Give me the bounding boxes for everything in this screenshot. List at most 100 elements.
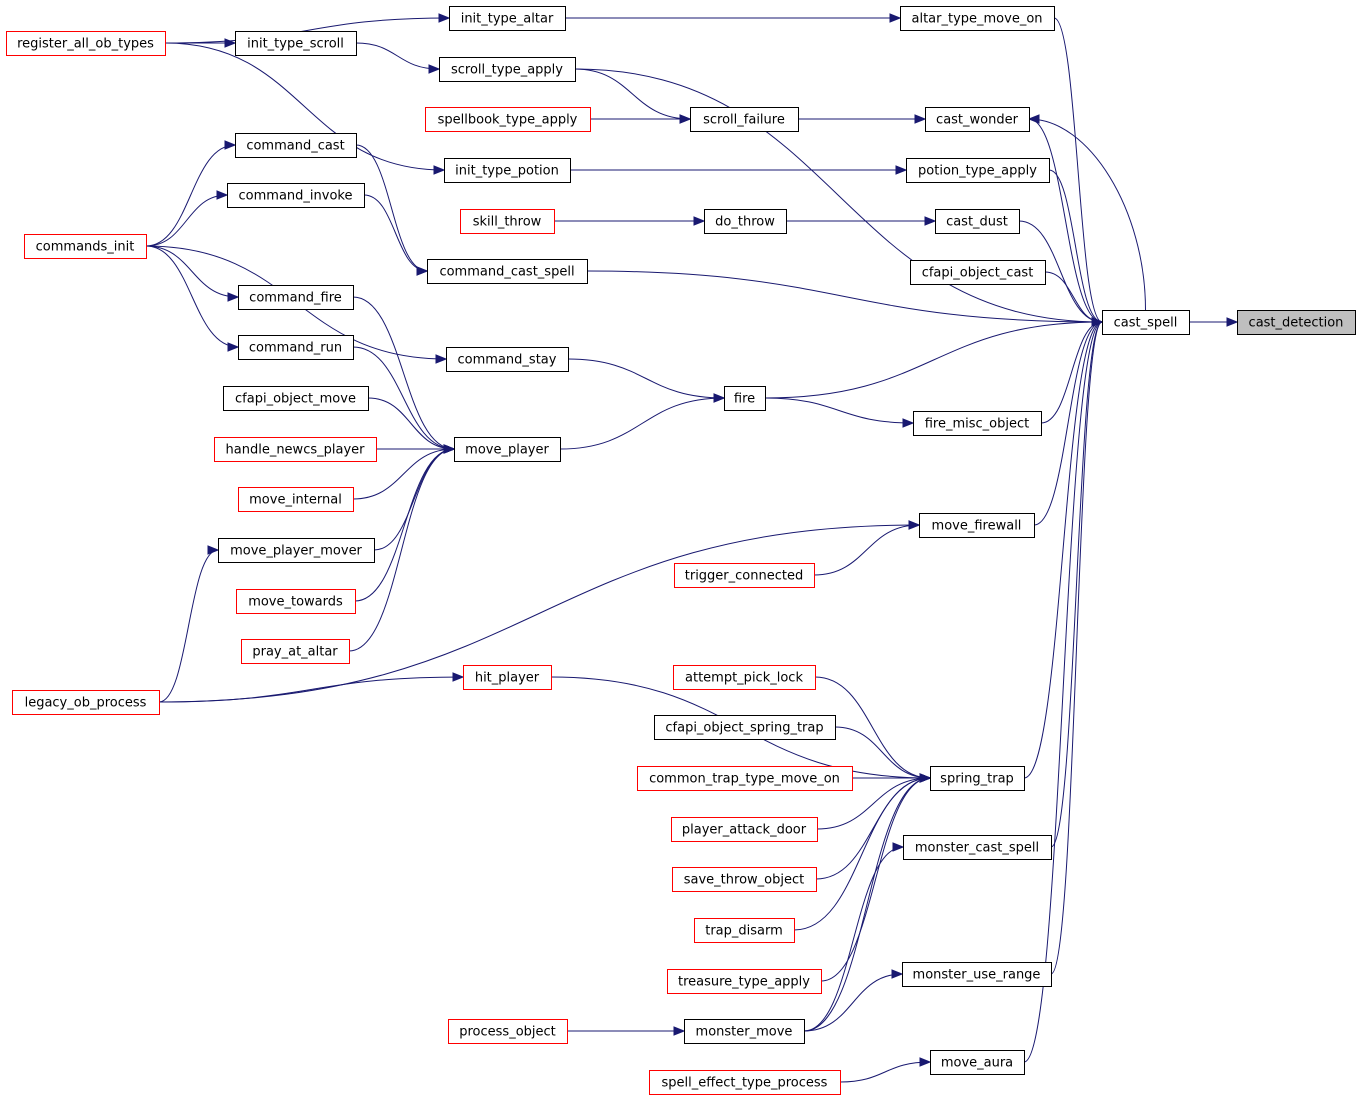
node-cfapi_object_spring_trap[interactable]: cfapi_object_spring_trap [654, 715, 836, 740]
edge-move_aura-to-cast_spell [1023, 317, 1104, 1063]
edge-register_all_ob_types-to-init_type_potion [164, 42, 446, 175]
node-cast_wonder[interactable]: cast_wonder [925, 107, 1030, 132]
edge-move_player-to-fire [559, 393, 726, 450]
node-box [235, 31, 357, 56]
node-box [425, 107, 591, 132]
node-label: altar_type_move_on [911, 12, 1042, 27]
node-box [919, 513, 1035, 538]
node-monster_move[interactable]: monster_move [684, 1019, 805, 1044]
node-command_cast[interactable]: command_cast [235, 133, 357, 158]
node-fire_misc_object[interactable]: fire_misc_object [913, 411, 1042, 436]
node-command_invoke[interactable]: command_invoke [227, 183, 365, 208]
node-cfapi_object_cast[interactable]: cfapi_object_cast [910, 260, 1046, 285]
node-box [690, 107, 799, 132]
node-box [235, 133, 357, 158]
node-move_internal[interactable]: move_internal [238, 487, 354, 512]
edge-commands_init-to-command_invoke [145, 190, 229, 247]
node-fire[interactable]: fire [724, 386, 766, 411]
node-label: cast_detection [1249, 316, 1344, 331]
node-cast_spell[interactable]: cast_spell [1102, 310, 1190, 335]
node-box [238, 285, 354, 310]
node-save_throw_object[interactable]: save_throw_object [672, 867, 817, 892]
node-command_cast_spell[interactable]: command_cast_spell [427, 259, 588, 284]
node-commands_init[interactable]: commands_init [24, 234, 147, 259]
node-player_attack_door[interactable]: player_attack_door [671, 817, 818, 842]
node-label: cfapi_object_move [235, 392, 356, 407]
node-label: save_throw_object [684, 873, 804, 888]
node-move_towards[interactable]: move_towards [236, 589, 356, 614]
node-handle_newcs_player[interactable]: handle_newcs_player [214, 437, 377, 462]
node-command_fire[interactable]: command_fire [238, 285, 354, 310]
node-scroll_failure[interactable]: scroll_failure [690, 107, 799, 132]
node-label: treasure_type_apply [678, 975, 810, 990]
node-register_all_ob_types[interactable]: register_all_ob_types [6, 31, 166, 56]
node-init_type_altar[interactable]: init_type_altar [449, 6, 566, 31]
node-move_player[interactable]: move_player [454, 437, 561, 462]
node-cast_dust[interactable]: cast_dust [935, 209, 1020, 234]
node-box [236, 589, 356, 614]
node-init_type_potion[interactable]: init_type_potion [444, 158, 571, 183]
node-label: pray_at_altar [252, 645, 338, 660]
node-cast_detection[interactable]: cast_detection [1237, 310, 1356, 335]
node-label: hit_player [475, 671, 540, 686]
edge-spellbook_type_apply-to-scroll_failure [590, 114, 692, 124]
node-label: process_object [459, 1025, 556, 1040]
edges-layer [145, 13, 1239, 1083]
node-box [902, 962, 1052, 987]
node-box [446, 347, 569, 372]
node-potion_type_apply[interactable]: potion_type_apply [906, 158, 1050, 183]
node-box [672, 867, 817, 892]
node-label: cast_wonder [936, 113, 1019, 128]
node-legacy_ob_process[interactable]: legacy_ob_process [12, 690, 160, 715]
node-monster_use_range[interactable]: monster_use_range [902, 962, 1052, 987]
edge-command_stay-to-fire [567, 358, 726, 403]
node-common_trap_type_move_on[interactable]: common_trap_type_move_on [637, 766, 853, 791]
edge-init_type_potion-to-potion_type_apply [570, 165, 908, 175]
node-label: monster_cast_spell [915, 841, 1039, 856]
node-hit_player[interactable]: hit_player [463, 665, 552, 690]
node-box [935, 209, 1020, 234]
node-cfapi_object_move[interactable]: cfapi_object_move [223, 386, 369, 411]
node-monster_cast_spell[interactable]: monster_cast_spell [903, 835, 1052, 860]
edge-spell_effect_type_process-to-move_aura [839, 1057, 932, 1083]
node-label: command_stay [458, 353, 557, 368]
node-box [900, 6, 1055, 31]
node-pray_at_altar[interactable]: pray_at_altar [241, 639, 350, 664]
node-scroll_type_apply[interactable]: scroll_type_apply [439, 57, 576, 82]
node-box [223, 386, 369, 411]
edge-pray_at_altar-to-move_player [348, 444, 456, 652]
node-box [427, 259, 588, 284]
node-skill_throw[interactable]: skill_throw [460, 209, 555, 234]
node-move_aura[interactable]: move_aura [930, 1050, 1025, 1075]
node-box [241, 639, 350, 664]
edge-fire_misc_object-to-cast_spell [1040, 317, 1104, 424]
node-label: do_throw [715, 215, 775, 230]
node-box [444, 158, 571, 183]
node-altar_type_move_on[interactable]: altar_type_move_on [900, 6, 1055, 31]
node-do_throw[interactable]: do_throw [704, 209, 787, 234]
node-label: fire_misc_object [925, 417, 1030, 432]
node-move_firewall[interactable]: move_firewall [919, 513, 1035, 538]
node-box [448, 1019, 568, 1044]
node-treasure_type_apply[interactable]: treasure_type_apply [667, 969, 822, 994]
node-spell_effect_type_process[interactable]: spell_effect_type_process [649, 1070, 841, 1095]
node-command_run[interactable]: command_run [238, 335, 354, 360]
node-init_type_scroll[interactable]: init_type_scroll [235, 31, 357, 56]
node-spellbook_type_apply[interactable]: spellbook_type_apply [425, 107, 591, 132]
node-label: command_cast [246, 139, 344, 154]
edge-init_type_altar-to-altar_type_move_on [565, 13, 902, 23]
node-box [439, 57, 576, 82]
node-attempt_pick_lock[interactable]: attempt_pick_lock [673, 665, 816, 690]
node-spring_trap[interactable]: spring_trap [930, 766, 1025, 791]
node-move_player_mover[interactable]: move_player_mover [218, 538, 375, 563]
node-label: scroll_failure [703, 113, 785, 128]
node-process_object[interactable]: process_object [448, 1019, 568, 1044]
node-box [671, 817, 818, 842]
node-trigger_connected[interactable]: trigger_connected [674, 563, 815, 588]
node-box [12, 690, 160, 715]
node-command_stay[interactable]: command_stay [446, 347, 569, 372]
node-trap_disarm[interactable]: trap_disarm [694, 918, 795, 943]
edge-legacy_ob_process-to-hit_player [158, 672, 465, 703]
node-label: trap_disarm [705, 924, 783, 939]
node-label: register_all_ob_types [17, 37, 154, 52]
